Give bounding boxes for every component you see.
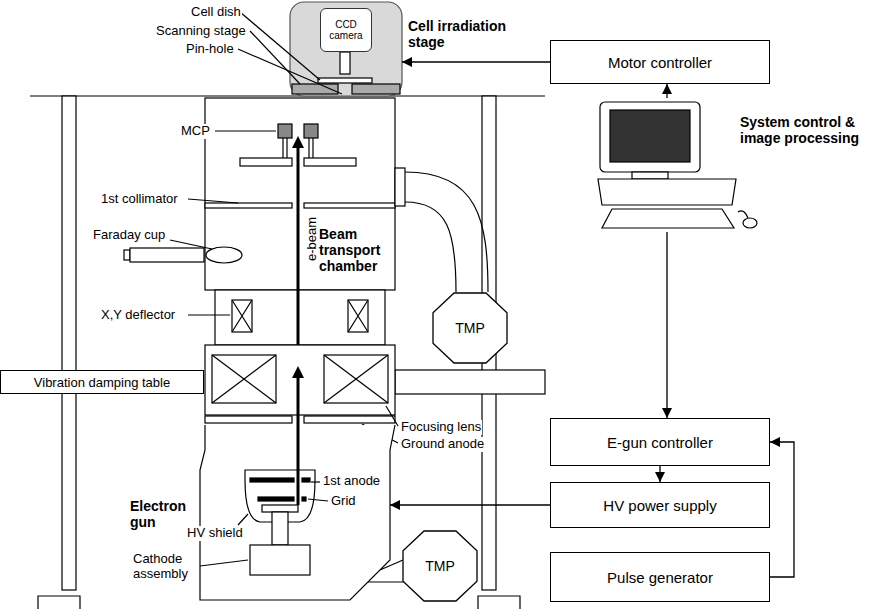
computer-node: System control & image processing <box>596 98 738 232</box>
damping-table-band: Vibration damping table <box>0 370 204 394</box>
deflector-coil <box>232 300 252 332</box>
leader-line <box>308 499 328 501</box>
part-label: X,Y deflector <box>100 308 176 323</box>
frame-foot <box>478 596 520 609</box>
pump-octagon: TMP <box>432 292 508 364</box>
part-label: Focusing lens <box>400 420 482 435</box>
pump-pipe <box>405 172 488 292</box>
part-label: Grid <box>330 494 357 509</box>
damping-table <box>395 370 545 394</box>
e-beam-arrow <box>297 372 300 505</box>
frame-top <box>30 95 545 96</box>
part-label: 1st collimator <box>100 192 179 207</box>
part-label: e-beam <box>305 216 320 262</box>
cathode-stem <box>272 512 288 545</box>
node-text: Pulse generator <box>607 569 713 586</box>
connector-arrow <box>659 466 660 482</box>
keyboard <box>602 209 734 228</box>
part-label: HV shield <box>186 526 244 541</box>
leader-line <box>188 314 230 315</box>
node-text: TMP <box>425 558 455 574</box>
part-label: MCP <box>180 124 211 139</box>
part-label: Cell dish <box>190 5 242 20</box>
node-text: HV power supply <box>603 497 716 514</box>
process-box: Motor controller <box>550 40 770 84</box>
pump-pipe <box>368 581 403 582</box>
connector-arrow <box>666 84 667 98</box>
lens-housing <box>205 345 395 415</box>
pump-octagon: TMP <box>402 530 478 602</box>
screen <box>610 110 690 162</box>
leader-line <box>170 240 212 249</box>
mcp-block <box>278 124 292 138</box>
mcp-block <box>304 124 318 138</box>
leader-line <box>200 560 248 566</box>
faraday-rod <box>130 248 204 262</box>
node-text: Motor controller <box>608 54 712 71</box>
frame-leg <box>62 96 76 590</box>
connector-arrow <box>666 232 667 418</box>
beam-chamber <box>205 98 395 290</box>
focusing-lens <box>324 355 388 403</box>
monitor-stand <box>632 172 668 179</box>
camera-lens <box>340 52 350 74</box>
part-label: Faraday cup <box>92 228 166 243</box>
collimator <box>205 203 292 208</box>
flange <box>395 168 405 206</box>
leader-line <box>238 49 342 94</box>
deflector-coil <box>348 300 368 332</box>
node-text: CCD camera <box>323 19 369 41</box>
mouse-cable <box>738 211 748 218</box>
section-heading: Cell irradiation stage <box>408 18 526 50</box>
node-text: Vibration damping table <box>34 375 170 390</box>
leader-line <box>238 514 248 525</box>
connector-arrow <box>390 504 550 505</box>
part-label: Cathode assembly <box>132 552 198 582</box>
ground-anode <box>304 416 395 423</box>
leader-line <box>311 481 320 482</box>
process-box: HV power supply <box>550 482 770 528</box>
mcp-plate <box>304 158 356 166</box>
mcp-plate <box>240 158 292 166</box>
monitor <box>600 102 700 172</box>
first-anode <box>250 478 294 482</box>
scanning-stage <box>352 84 400 94</box>
part-label: Scanning stage <box>155 24 247 39</box>
camera-box: CCD camera <box>320 8 372 52</box>
focusing-lens <box>212 355 276 403</box>
part-label: Beam transport chamber <box>318 226 396 274</box>
stage-housing <box>290 2 402 96</box>
leader-line <box>240 12 320 80</box>
cathode-base <box>250 545 310 575</box>
process-box: Pulse generator <box>550 552 770 602</box>
leader-line <box>386 406 398 426</box>
cathode <box>262 505 298 512</box>
ground-anode <box>205 416 292 423</box>
pump-pipe <box>380 560 403 570</box>
node-text: E-gun controller <box>607 434 713 451</box>
connector-arrow <box>402 61 550 62</box>
deflector-housing <box>215 290 385 345</box>
computer-case <box>598 179 736 205</box>
connector-arrow <box>770 442 794 577</box>
faraday-knob <box>124 250 130 260</box>
mouse <box>743 218 757 228</box>
process-box: E-gun controller <box>550 418 770 466</box>
section-heading: System control & image processing <box>740 114 886 146</box>
grid-electrode <box>258 497 294 501</box>
leader-line <box>215 130 276 131</box>
collimator <box>304 203 395 208</box>
frame-foot <box>38 596 80 609</box>
pump-pipe <box>405 202 456 292</box>
part-label: Ground anode <box>400 437 485 452</box>
part-label: Pin-hole <box>185 42 235 57</box>
cell-dish <box>318 78 372 83</box>
e-beam-arrow <box>297 142 300 345</box>
node-text: TMP <box>455 320 485 336</box>
part-label: 1st anode <box>322 474 381 489</box>
leader-line <box>188 199 238 203</box>
stage-housing: CCD cameraCell irradiation stage <box>290 2 402 96</box>
